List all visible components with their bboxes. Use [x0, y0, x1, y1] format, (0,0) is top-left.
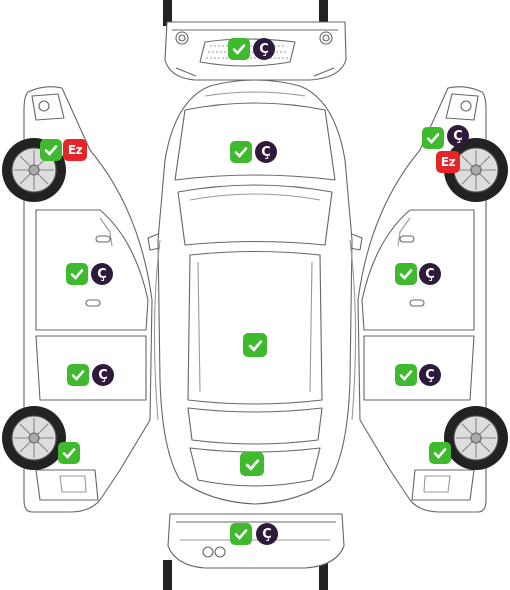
right-front-door-check-icon[interactable] — [395, 263, 417, 285]
right-rear-door-check-icon[interactable] — [395, 364, 417, 386]
left-front-wheel — [2, 138, 66, 202]
left-rear-fender-check-icon[interactable] — [58, 442, 80, 464]
front-bumper-check-icon[interactable] — [228, 38, 250, 60]
right-front-fender-dent-chip[interactable]: Ez — [436, 151, 460, 173]
left-front-door-check-icon[interactable] — [66, 263, 88, 285]
right-front-wheel — [444, 138, 508, 202]
right-rear-door-paint-chip[interactable]: Ç — [419, 364, 441, 386]
right-front-fender-paint-chip[interactable]: Ç — [447, 125, 469, 147]
right-rear-wheel — [444, 406, 508, 470]
left-front-fender-check-icon[interactable] — [40, 139, 62, 161]
right-rear-fender-check-icon[interactable] — [429, 442, 451, 464]
trunk-check-icon[interactable] — [240, 452, 264, 476]
right-front-fender-check-icon[interactable] — [422, 127, 444, 149]
left-rear-door-paint-chip[interactable]: Ç — [92, 364, 114, 386]
right-front-door-paint-chip[interactable]: Ç — [419, 263, 441, 285]
left-front-fender-dent-chip[interactable]: Ez — [63, 139, 87, 161]
rear-bumper-check-icon[interactable] — [230, 523, 252, 545]
left-rear-wheel — [2, 406, 66, 470]
hood-check-icon[interactable] — [230, 141, 252, 163]
left-rear-door-check-icon[interactable] — [67, 364, 89, 386]
front-bumper-part[interactable] — [163, 0, 347, 81]
hood-paint-chip[interactable]: Ç — [255, 141, 277, 163]
front-bumper-paint-chip[interactable]: Ç — [253, 38, 275, 60]
rear-bumper-part[interactable] — [163, 513, 345, 590]
rear-bumper-paint-chip[interactable]: Ç — [256, 523, 278, 545]
roof-check-icon[interactable] — [243, 333, 267, 357]
left-front-door-paint-chip[interactable]: Ç — [91, 263, 113, 285]
car-top-view — [147, 79, 363, 505]
